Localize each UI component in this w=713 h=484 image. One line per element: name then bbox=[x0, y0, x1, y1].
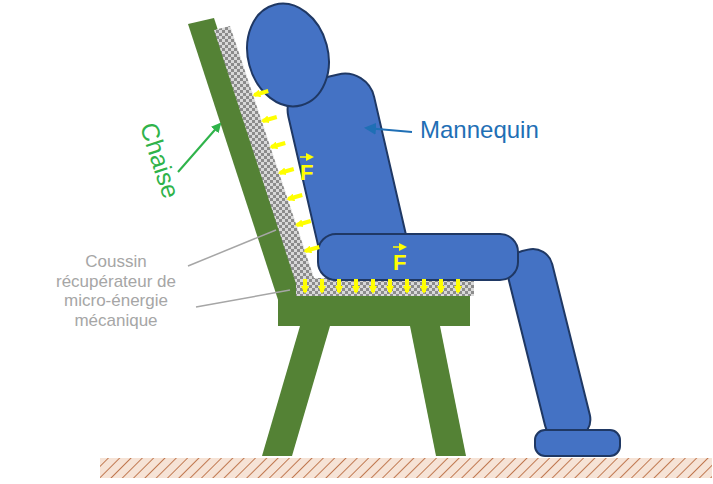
force-arrow bbox=[422, 279, 426, 292]
force-arrow bbox=[388, 279, 392, 292]
part-label: Mannequin bbox=[420, 116, 539, 144]
force-arrow bbox=[439, 279, 443, 292]
leader-line bbox=[366, 128, 412, 132]
force-arrow bbox=[297, 221, 311, 225]
force-arrow bbox=[271, 143, 285, 147]
force-label: F bbox=[300, 160, 313, 185]
force-arrow bbox=[263, 117, 277, 121]
force-arrow bbox=[280, 169, 294, 173]
vector-arrow bbox=[300, 157, 405, 247]
force-arrow bbox=[371, 279, 375, 292]
force-arrow bbox=[288, 195, 302, 199]
force-arrow bbox=[305, 247, 319, 251]
part-label: Chaise bbox=[134, 119, 185, 202]
force-arrow bbox=[337, 279, 341, 292]
force-arrow bbox=[303, 279, 307, 292]
floor bbox=[100, 458, 712, 478]
leader-line bbox=[178, 124, 220, 172]
force-arrow bbox=[254, 91, 268, 95]
force-arrow bbox=[320, 279, 324, 292]
part-label: Coussin récupérateur de micro-énergie mé… bbox=[42, 252, 190, 330]
leader-line bbox=[188, 230, 276, 266]
force-arrow bbox=[456, 279, 460, 292]
force-arrow bbox=[354, 279, 358, 292]
force-arrow bbox=[405, 279, 409, 292]
leader-line bbox=[196, 290, 290, 307]
mannequin bbox=[236, 0, 620, 456]
force-label: F bbox=[393, 250, 406, 275]
